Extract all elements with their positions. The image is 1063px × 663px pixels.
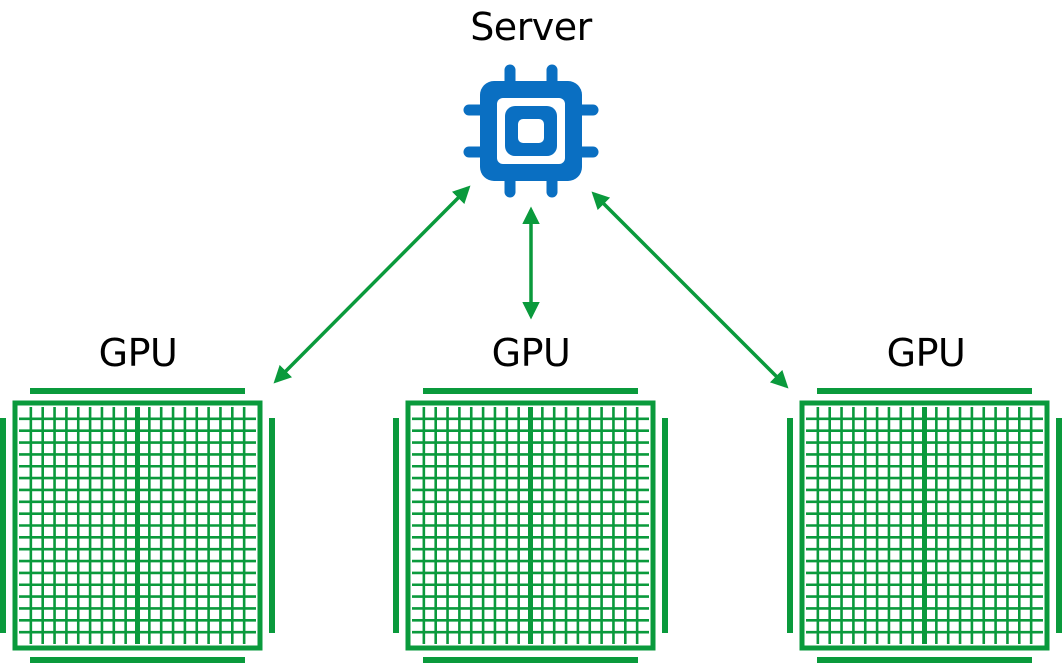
gpu-label: GPU: [491, 331, 571, 375]
cpu-core-hole: [518, 119, 544, 143]
gpu-pin-bar-bottom: [817, 657, 1032, 663]
gpu-pin-bar-top: [30, 388, 245, 394]
cpu-chip-icon: [463, 64, 599, 198]
gpu-pin-bar-left: [0, 418, 6, 633]
gpu-grid-icon: [393, 388, 668, 663]
arrow-server-gpu-3: [591, 191, 789, 389]
gpu-pin-bar-left: [393, 418, 399, 633]
gpu-frame: [405, 400, 656, 651]
cpu-pins: [463, 64, 599, 198]
gpu-grid-icon: [787, 388, 1062, 663]
gpu-pin-bar-right: [269, 418, 275, 633]
gpu-pin-bar-top: [423, 388, 638, 394]
connection-arrows: [273, 185, 789, 389]
gpu-pin-bar-right: [1056, 418, 1062, 633]
gpu-grid-icon: [0, 388, 275, 663]
gpu-pin-bar-bottom: [423, 657, 638, 663]
gpu-layer: [0, 388, 1062, 663]
gpu-pin-bar-bottom: [30, 657, 245, 663]
server-label: Server: [470, 5, 592, 49]
gpu-frame: [799, 400, 1050, 651]
gpu-frame: [12, 400, 263, 651]
gpu-pin-bar-right: [662, 418, 668, 633]
gpu-pin-bar-top: [817, 388, 1032, 394]
gpu-pin-bar-left: [787, 418, 793, 633]
arrow-server-gpu-1: [273, 185, 471, 384]
gpu-label: GPU: [886, 331, 966, 375]
gpu-label: GPU: [98, 331, 178, 375]
